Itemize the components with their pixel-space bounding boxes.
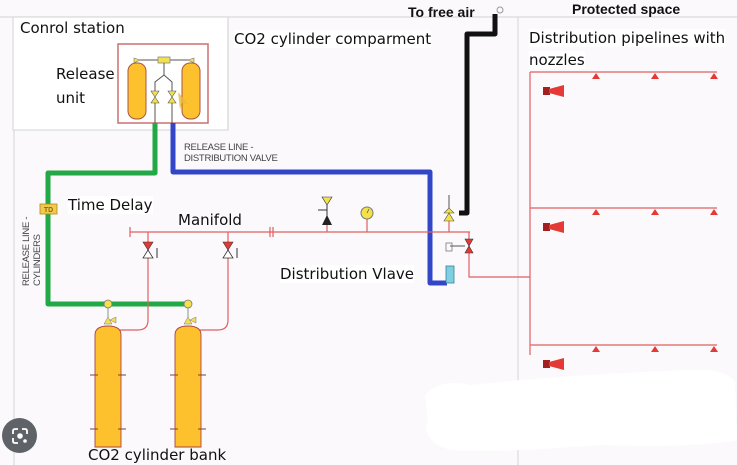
control-station-label: Conrol station — [20, 19, 125, 37]
release-line-distribution-valve-label: RELEASE LINE - DISTRIBUTION VALVE — [184, 142, 278, 165]
co2-cylinder-2 — [170, 299, 206, 448]
distribution-pipelines-label-2: nozzles — [529, 51, 585, 69]
protected-space-label: Protected space — [572, 1, 681, 17]
nozzle-icon — [592, 73, 600, 79]
blank-smudge — [425, 369, 737, 451]
distribution-valve-label: Distribution Vlave — [280, 265, 415, 283]
release-line-dv-line2: DISTRIBUTION VALVE — [184, 152, 278, 164]
nozzle-group — [543, 73, 718, 370]
co2-cylinder-1 — [90, 299, 126, 448]
distribution-valve — [443, 195, 474, 284]
nozzle-icon — [710, 73, 718, 79]
nozzle-icon — [651, 209, 659, 215]
safety-valve — [318, 196, 333, 225]
release-line-cyl-line2: CYLINDERS — [31, 234, 43, 286]
distribution-pipelines-label-1: Distribution pipelines with — [529, 29, 726, 47]
google-lens-button[interactable] — [2, 418, 37, 453]
to-free-air-label: To free air — [408, 4, 475, 20]
nozzle-icon — [651, 73, 659, 79]
discharge-horn-icon — [543, 358, 564, 370]
check-valve-2 — [222, 241, 238, 259]
check-valve-1 — [142, 241, 158, 259]
release-unit-label-2: unit — [56, 89, 86, 107]
nozzle-icon — [592, 209, 600, 215]
google-lens-icon — [11, 427, 28, 444]
time-delay-label: Time Delay — [68, 196, 153, 214]
discharge-horn-icon — [543, 221, 564, 233]
co2-compartment-label: CO2 cylinder comparment — [234, 30, 432, 48]
nozzle-icon — [651, 346, 659, 352]
manifold-label: Manifold — [178, 211, 242, 229]
nozzle-icon — [710, 346, 718, 352]
time-delay-unit: TD — [39, 203, 58, 215]
pressure-gauge — [360, 206, 374, 220]
release-unit — [117, 43, 209, 124]
vent-line-to-free-air — [459, 14, 498, 216]
nozzle-icon — [710, 209, 718, 215]
manifold-coupling — [269, 227, 274, 237]
time-delay-tag: TD — [44, 207, 53, 214]
discharge-horn-icon — [543, 85, 564, 97]
release-line-distribution-valve — [170, 123, 447, 286]
release-unit-label-1: Release — [56, 65, 115, 83]
release-line-cylinders — [45, 123, 185, 307]
release-line-cylinders-label: RELEASE LINE - CYLINDERS — [21, 216, 44, 286]
nozzle-icon — [592, 346, 600, 352]
release-line-dv-line1: RELEASE LINE - — [184, 142, 254, 153]
co2-cylinder-bank-label: CO2 cylinder bank — [88, 446, 227, 464]
